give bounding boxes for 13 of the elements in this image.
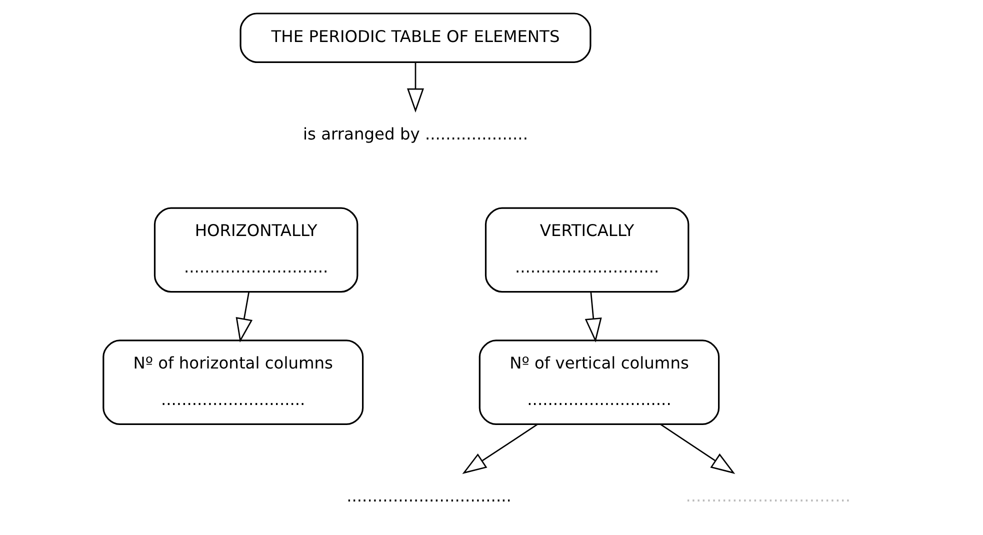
arrow bbox=[462, 424, 538, 474]
arrow bbox=[236, 292, 253, 342]
arrow bbox=[584, 292, 602, 342]
node-box: HORIZONTALLY ............................ bbox=[154, 207, 358, 293]
node-box: Nº of horizontal columns ............................ bbox=[102, 340, 364, 426]
node-text: ................................ bbox=[686, 486, 851, 506]
arrow bbox=[406, 62, 424, 113]
node-text: is arranged by .................... bbox=[303, 124, 528, 144]
arrow bbox=[660, 424, 736, 474]
node-box: VERTICALLY ............................ bbox=[484, 207, 690, 293]
node-box: THE PERIODIC TABLE OF ELEMENTS bbox=[240, 12, 592, 63]
node-text: ................................ bbox=[346, 486, 512, 506]
node-box: Nº of vertical columns ............................ bbox=[478, 340, 720, 426]
